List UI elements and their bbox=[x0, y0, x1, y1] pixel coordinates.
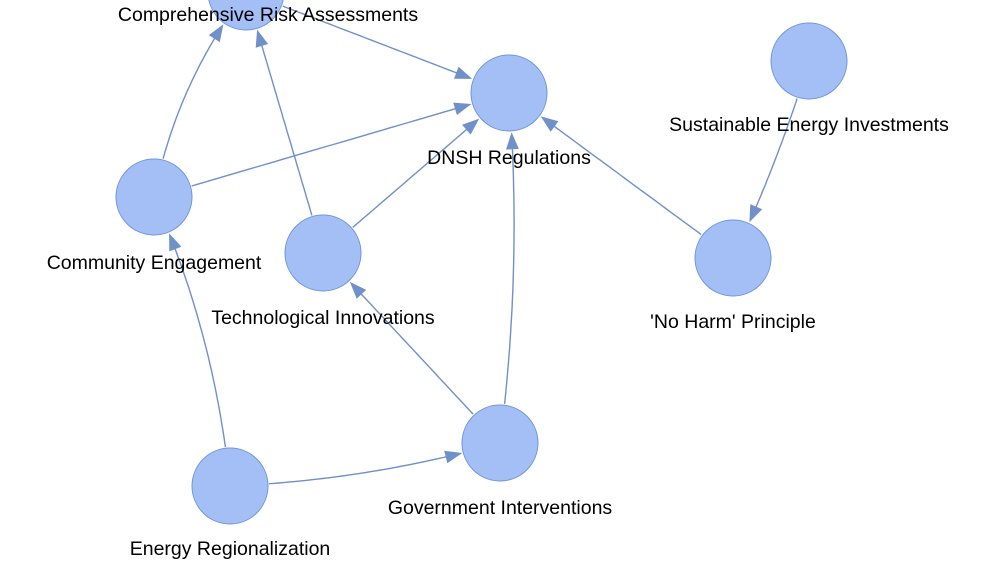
edge-tech-to-dnsh bbox=[352, 118, 480, 228]
node-noharm[interactable] bbox=[694, 219, 772, 297]
arrowhead-icon bbox=[506, 132, 519, 150]
edge-community-to-risk bbox=[162, 24, 224, 159]
arrowhead-icon bbox=[169, 233, 182, 252]
node-label-risk: Comprehensive Risk Assessments bbox=[118, 4, 418, 26]
arrowhead-icon bbox=[255, 29, 269, 48]
edge-region-to-community bbox=[169, 233, 227, 448]
edge-line bbox=[352, 120, 477, 228]
node-tech[interactable] bbox=[284, 214, 362, 292]
edge-community-to-dnsh bbox=[191, 102, 472, 187]
node-label-community: Community Engagement bbox=[47, 252, 262, 274]
edge-line bbox=[750, 98, 798, 220]
arrowhead-icon bbox=[208, 24, 224, 43]
node-label-gov: Government Interventions bbox=[388, 497, 613, 519]
arrowhead-icon bbox=[349, 281, 367, 299]
node-label-tech: Technological Innovations bbox=[211, 307, 435, 329]
edge-gov-to-tech bbox=[349, 281, 474, 415]
edge-gov-to-dnsh bbox=[503, 132, 519, 404]
nodes-layer bbox=[115, 0, 848, 525]
edges-layer bbox=[162, 5, 798, 485]
arrowhead-icon bbox=[540, 116, 559, 132]
node-label-noharm: 'No Harm' Principle bbox=[650, 311, 816, 333]
edge-line bbox=[544, 118, 702, 236]
edge-region-to-gov bbox=[268, 450, 463, 485]
edge-noharm-to-dnsh bbox=[540, 116, 702, 236]
node-label-dnsh: DNSH Regulations bbox=[427, 147, 591, 169]
arrowhead-icon bbox=[444, 450, 463, 464]
node-dnsh[interactable] bbox=[470, 54, 548, 132]
edge-line bbox=[191, 105, 465, 187]
node-sustain[interactable] bbox=[770, 22, 848, 100]
edge-line bbox=[352, 284, 474, 415]
edge-line bbox=[268, 453, 458, 485]
edge-risk-to-dnsh bbox=[282, 5, 473, 79]
node-gov[interactable] bbox=[461, 404, 539, 482]
node-label-sustain: Sustainable Energy Investments bbox=[669, 114, 949, 136]
arrowhead-icon bbox=[453, 102, 472, 115]
edge-line bbox=[170, 238, 227, 448]
edge-line bbox=[282, 5, 468, 78]
arrowhead-icon bbox=[454, 66, 473, 79]
edge-line bbox=[162, 27, 222, 159]
node-region[interactable] bbox=[191, 447, 269, 525]
edge-line bbox=[503, 139, 515, 404]
node-label-region: Energy Regionalization bbox=[130, 538, 331, 560]
edge-tech-to-risk bbox=[255, 29, 313, 216]
edge-line bbox=[257, 34, 313, 216]
arrowhead-icon bbox=[749, 204, 763, 223]
node-risk[interactable] bbox=[208, 0, 284, 31]
arrowhead-icon bbox=[462, 118, 480, 135]
node-community[interactable] bbox=[115, 158, 193, 236]
edge-sustain-to-noharm bbox=[749, 98, 798, 223]
